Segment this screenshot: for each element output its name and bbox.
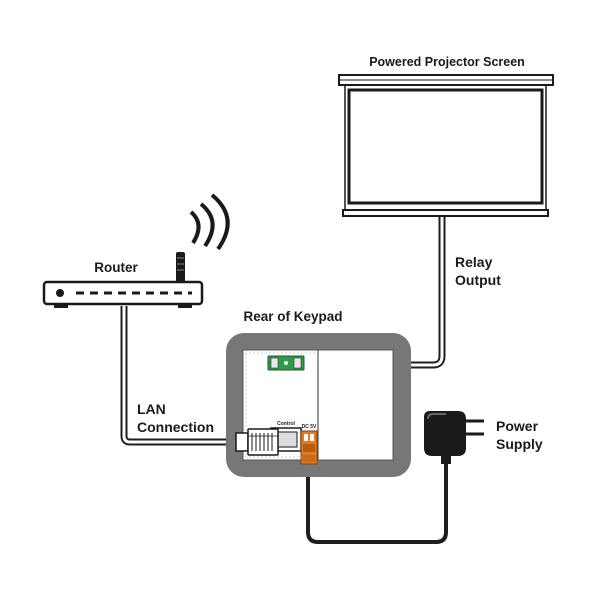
power-cable — [306, 460, 448, 544]
dc-port-label: DC 5V — [302, 424, 317, 430]
power-label-line2: Supply — [496, 436, 543, 452]
relay-label-line2: Output — [455, 272, 501, 288]
wifi-signal-icon — [189, 193, 230, 251]
power-label-line1: Power — [496, 418, 539, 434]
lan-cable — [120, 306, 238, 446]
lan-label-line2: Connection — [137, 419, 214, 435]
projector-screen-icon — [338, 74, 554, 217]
relay-output-cable — [302, 211, 446, 369]
power-adapter-icon — [424, 411, 484, 464]
router-label: Router — [94, 260, 138, 275]
dc-power-connector — [300, 430, 318, 465]
rj45-plug-icon — [235, 428, 279, 456]
router-icon — [42, 252, 204, 308]
keypad-label: Rear of Keypad — [243, 309, 342, 324]
relay-label-line1: Relay — [455, 254, 493, 270]
relay-terminal-block — [267, 355, 305, 371]
control-port-label: Control — [277, 421, 295, 427]
lan-label-line1: LAN — [137, 401, 166, 417]
screen-label: Powered Projector Screen — [369, 55, 525, 69]
